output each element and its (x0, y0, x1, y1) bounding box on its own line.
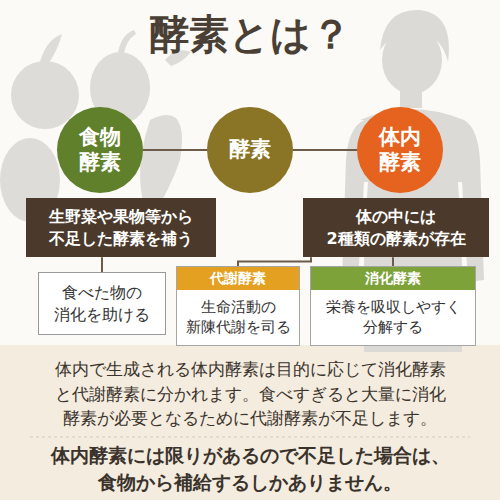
node-text: 生野菜や果物等から 不足した酵素を補う (32, 206, 210, 249)
description-band: 生野菜や果物等から 不足した酵素を補う (26, 198, 216, 257)
text-line: 酵素 (379, 150, 421, 175)
separator-line (30, 437, 470, 438)
text-line: 分解する (316, 317, 470, 337)
body-enzyme-circle: 体内 酵素 (357, 107, 443, 193)
process-box: 食べた物の 消化を助ける (38, 272, 166, 335)
description-band: 体の中には 2種類の酵素が存在 (303, 198, 489, 257)
text-line: 不足した酵素を補う (32, 228, 210, 250)
text-line: 酵素 (79, 150, 121, 175)
metabolic-enzyme-card: 代謝酵素生命活動の 新陳代謝を司る (176, 266, 300, 346)
text-line: 代謝酵素 (179, 270, 297, 287)
explanation-text: 体内で生成される体内酵素は目的に応じて消化酵素 と代謝酵素に分かれます。食べすぎ… (0, 357, 500, 431)
text-line: 体内で生成される体内酵素は目的に応じて消化酵素 (0, 357, 500, 382)
bottom-panel (0, 345, 500, 500)
text-line: 食物 (79, 125, 121, 150)
text-line: 食べた物の (45, 282, 159, 304)
text-line: 2種類の酵素が存在 (309, 228, 483, 250)
card-heading: 代謝酵素 (177, 267, 299, 290)
conclusion-text: 体内酵素には限りがあるので不足した場合は、 食物から補給するしかありません。 (0, 442, 500, 495)
node-text: 生命活動の 新陳代謝を司る (177, 290, 299, 346)
text-line: 消化を助ける (45, 304, 159, 326)
text-line: 生命活動の (182, 297, 294, 317)
node-text: 体内 酵素 (379, 125, 421, 175)
diagram-title: 酵素とは？ (0, 10, 500, 58)
node-text: 食べた物の 消化を助ける (45, 282, 159, 325)
enzyme-circle: 酵素 (207, 107, 293, 193)
node-text: 食物 酵素 (79, 125, 121, 175)
digestive-enzyme-card: 消化酵素栄養を吸収しやすく 分解する (310, 266, 476, 346)
text-line: 新陳代謝を司る (182, 317, 294, 337)
text-line: 生野菜や果物等から (32, 206, 210, 228)
text-line: 食物から補給するしかありません。 (0, 469, 500, 496)
node-text: 酵素 (229, 137, 271, 162)
text-line: 消化酵素 (313, 270, 473, 287)
text-line: 体の中には (309, 206, 483, 228)
node-text: 栄養を吸収しやすく 分解する (311, 290, 475, 346)
connector-line (293, 149, 357, 151)
text-line: 体内酵素には限りがあるので不足した場合は、 (0, 442, 500, 469)
connector-line (238, 257, 311, 266)
text-line: 体内 (379, 125, 421, 150)
card-heading: 消化酵素 (311, 267, 475, 290)
text-line: と代謝酵素に分かれます。食べすぎると大量に消化 (0, 382, 500, 407)
node-text: 体の中には 2種類の酵素が存在 (309, 206, 483, 249)
text-line: 栄養を吸収しやすく (316, 297, 470, 317)
connector-line (392, 257, 394, 266)
connector-line (143, 149, 207, 151)
text-line: 酵素 (229, 137, 271, 162)
connector-line (101, 257, 103, 272)
text-line: 酵素が必要となるために代謝酵素が不足します。 (0, 406, 500, 431)
food-enzyme-circle: 食物 酵素 (57, 107, 143, 193)
